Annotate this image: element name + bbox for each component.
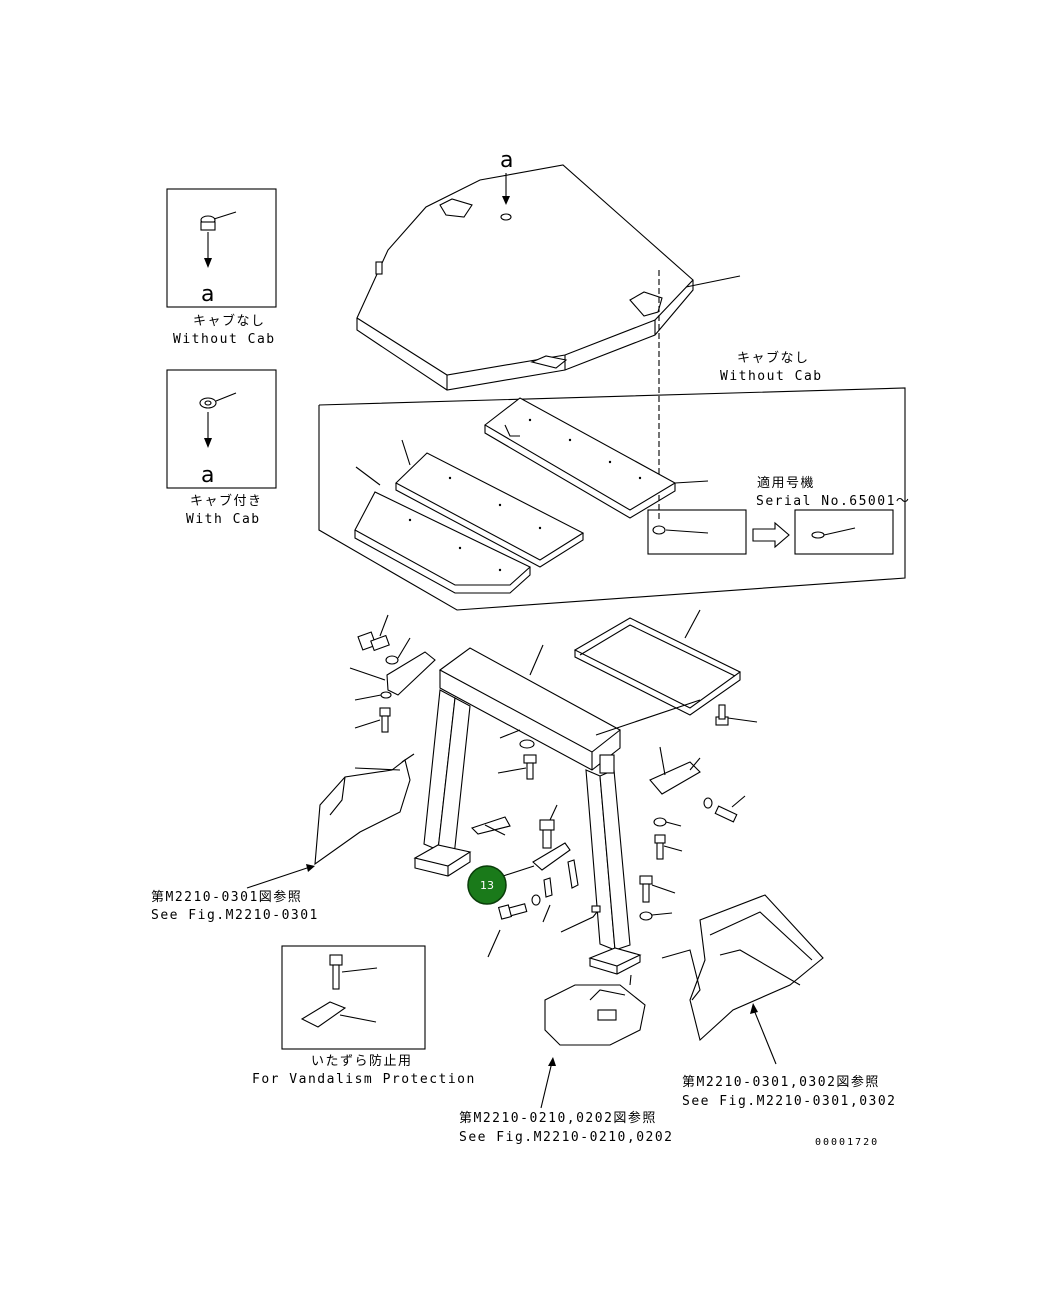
without-cab-en-label: Without Cab: [173, 332, 276, 347]
ref-0210-jp-label: 第M2210-0210,0202図参照: [459, 1110, 657, 1126]
ref-0210-en-label: See Fig.M2210-0210,0202: [459, 1130, 674, 1145]
serial-change-arrow: [752, 521, 790, 549]
vandalism-detail-box: [281, 945, 426, 1050]
serial-jp-label: 適用号機: [757, 475, 815, 491]
view-a-arrow: a: [500, 148, 513, 205]
floor-plates: [354, 397, 709, 594]
callout-circle: [467, 865, 507, 905]
ref-0301-en-label: See Fig.M2210-0301: [151, 908, 319, 923]
ref-0302-jp-label: 第M2210-0301,0302図参照: [682, 1074, 880, 1090]
right-side-housing: [661, 894, 824, 1042]
rear-cover-plate: [573, 609, 742, 716]
ref-0301-arrow: [246, 864, 315, 889]
vandalism-jp-label: いたずら防止用: [311, 1053, 413, 1069]
detail-box-without-cab: a: [166, 188, 277, 308]
ref-0301-jp-label: 第M2210-0301図参照: [151, 889, 302, 905]
ref-0210-arrow: [540, 1057, 556, 1109]
view-letter-box1: a: [201, 282, 214, 307]
detail-box-with-cab: a: [166, 369, 277, 489]
ref-0302-arrow: [750, 1003, 777, 1065]
part-callout-13[interactable]: 13: [467, 865, 507, 905]
serial-detail-after: [794, 509, 894, 555]
right-hardware-stack: [639, 704, 758, 921]
left-side-cover: [314, 753, 415, 866]
with-cab-en-label: With Cab: [186, 512, 261, 527]
canopy-roof: [356, 164, 741, 391]
with-cab-jp-label: キャブ付き: [190, 493, 263, 509]
without-cab-top-en-label: Without Cab: [720, 369, 823, 384]
view-letter-box2: a: [201, 463, 214, 488]
floor-frame-part: [544, 974, 646, 1046]
serial-detail-before: [647, 509, 747, 555]
center-bolts: [470, 754, 601, 958]
canopy-frame: [413, 644, 642, 975]
drawing-number: 00001720: [815, 1137, 879, 1148]
vandalism-en-label: For Vandalism Protection: [252, 1072, 476, 1087]
serial-en-label: Serial No.65001～: [756, 494, 910, 509]
ref-0302-en-label: See Fig.M2210-0301,0302: [682, 1094, 897, 1109]
without-cab-top-jp-label: キャブなし: [737, 350, 810, 366]
callout-number: 13: [480, 879, 494, 892]
view-letter-top: a: [500, 148, 513, 173]
floor-panel-outline: [318, 387, 906, 611]
without-cab-jp-label: キャブなし: [193, 313, 266, 329]
left-hardware-stack: [349, 614, 436, 733]
